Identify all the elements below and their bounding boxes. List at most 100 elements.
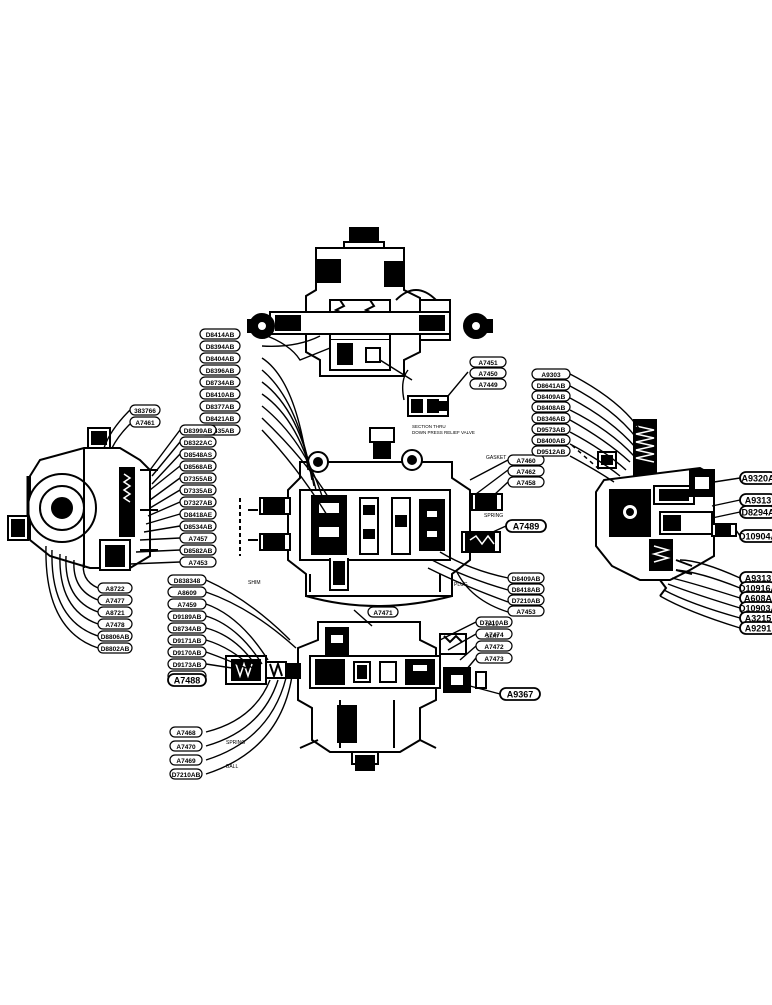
callout-text: A7477 — [105, 598, 125, 605]
callout-text: A7461 — [135, 420, 155, 427]
callout-text: D9171AB — [173, 638, 202, 645]
callout-center-right2-1: D8418AB — [507, 583, 545, 595]
callout-text: A7459 — [177, 602, 197, 609]
callout-text: A7471 — [373, 610, 393, 617]
callout-left-8: D8534AB — [179, 520, 217, 532]
callout-text: A9320A — [741, 474, 772, 484]
callout-text: D7335AB — [184, 488, 213, 495]
callout-left-11: A7453 — [179, 556, 217, 568]
callout-text: A7460 — [516, 458, 536, 465]
callout-left-top-0: 383766 — [129, 404, 161, 416]
callout-text: A608A — [744, 594, 772, 604]
callout-bottom-label: A7471 — [367, 606, 399, 618]
callout-center-big: A7489 — [505, 519, 547, 533]
part-word-label-5: SHIM — [248, 580, 261, 586]
callout-bottom-right-1: A7474 — [475, 628, 513, 640]
callout-text: D8418AE — [184, 512, 213, 519]
callout-text: D8346AB — [537, 416, 566, 423]
callout-right-side-1: D8294A — [739, 505, 772, 519]
callout-center-left-7: D9173AB — [167, 658, 207, 670]
part-word-label-1: SPRING — [484, 513, 503, 519]
callout-text: D7210AB — [480, 620, 509, 627]
callout-center-left-5: D9171AB — [167, 634, 207, 646]
callout-text: A8721 — [105, 610, 125, 617]
callout-top-3: D8396AB — [199, 364, 241, 376]
callout-left-bottom-3: A7478 — [97, 618, 133, 630]
section-note-line2: DOWN PRESS RELIEF VALVE — [412, 430, 475, 435]
part-word-label-3: SEAT — [486, 634, 499, 640]
callout-text: A7488 — [174, 676, 201, 686]
callout-text: D9170AB — [173, 650, 202, 657]
callout-text: D8534AB — [184, 524, 213, 531]
callout-text: D9573AB — [537, 427, 566, 434]
callout-text: D8418AB — [512, 587, 541, 594]
callout-text: D8400AB — [537, 438, 566, 445]
callout-text: A7470 — [176, 744, 196, 751]
callout-right-bottom-5: A9291 — [739, 621, 772, 635]
callout-text: A7458 — [516, 480, 536, 487]
callout-top-5: D8410AB — [199, 388, 241, 400]
callout-text: A7474 — [484, 632, 504, 639]
callout-text: D8394AB — [206, 344, 235, 351]
right-valve-assembly — [565, 419, 737, 597]
callout-relief-0: A7451 — [469, 356, 507, 368]
callout-text: D7327AB — [184, 500, 213, 507]
callout-bottom-left-plug: A7488 — [167, 673, 207, 687]
callout-text: D7210AB — [512, 598, 541, 605]
callout-text: A8722 — [105, 586, 125, 593]
callout-text: A7472 — [484, 644, 504, 651]
callout-text: D8641AB — [537, 383, 566, 390]
callout-left-5: D7335AB — [179, 484, 217, 496]
callout-text: D8548AS — [184, 452, 213, 459]
callout-text: D8414AB — [206, 332, 235, 339]
callout-right-first: A9320A — [739, 471, 772, 485]
callout-text: D8421AB — [206, 416, 235, 423]
callout-right-top-7: D9512AB — [531, 445, 571, 457]
callout-top-0: D8414AB — [199, 328, 241, 340]
top-valve-assembly — [247, 227, 493, 377]
callout-center-left-4: D8734AB — [167, 622, 207, 634]
callout-top-6: D8377AB — [199, 400, 241, 412]
callout-text: D8568AB — [184, 464, 213, 471]
callout-bottom-left-3: D7210AB — [169, 768, 203, 780]
callout-text: 383766 — [134, 408, 156, 415]
callout-left-bottom-0: A8722 — [97, 582, 133, 594]
callout-right-top-5: D9573AB — [531, 423, 571, 435]
callout-center-right2-3: A7453 — [507, 605, 545, 617]
leader-lines — [45, 333, 741, 775]
callout-center-left-6: D9170AB — [167, 646, 207, 658]
callout-bottom-far: A9367 — [499, 687, 541, 701]
callout-bottom-left-1: A7470 — [169, 740, 203, 752]
callout-text: A7478 — [105, 622, 125, 629]
callout-text: D8734AB — [173, 626, 202, 633]
callout-text: D8322AC — [184, 440, 213, 447]
callout-text: A7457 — [188, 536, 208, 543]
callout-center-right2-0: D8409AB — [507, 572, 545, 584]
callout-right-top-1: D8641AB — [531, 379, 571, 391]
callout-text: D8294A — [741, 508, 772, 518]
callout-right-top-0: A9303 — [531, 368, 571, 380]
callout-top-4: D8734AB — [199, 376, 241, 388]
callout-relief-2: A7449 — [469, 378, 507, 390]
callout-text: D8435AB — [206, 428, 235, 435]
callout-text: D8734AB — [206, 380, 235, 387]
part-word-label-2: BALL — [486, 622, 498, 628]
callout-bottom-left-2: A7469 — [169, 754, 203, 766]
callout-text: A7473 — [484, 656, 504, 663]
callout-left-4: D7355AB — [179, 472, 217, 484]
callout-left-bottom-2: A8721 — [97, 606, 133, 618]
callout-left-9: A7457 — [179, 532, 217, 544]
callout-text: D9173AB — [173, 662, 202, 669]
callout-left-1: D8322AC — [179, 436, 217, 448]
section-note-line1: SECTION THRU — [412, 424, 446, 429]
callout-center-left-1: A8609 — [167, 586, 207, 598]
callout-text: A7453 — [516, 609, 536, 616]
callout-left-bottom-4: D8806AB — [97, 630, 133, 642]
callout-left-bottom-5: D8802AB — [97, 642, 133, 654]
callout-relief-1: A7450 — [469, 367, 507, 379]
callout-right-top-2: D8409AB — [531, 390, 571, 402]
callout-text: D8396AB — [206, 368, 235, 375]
callout-text: D8408AB — [537, 405, 566, 412]
